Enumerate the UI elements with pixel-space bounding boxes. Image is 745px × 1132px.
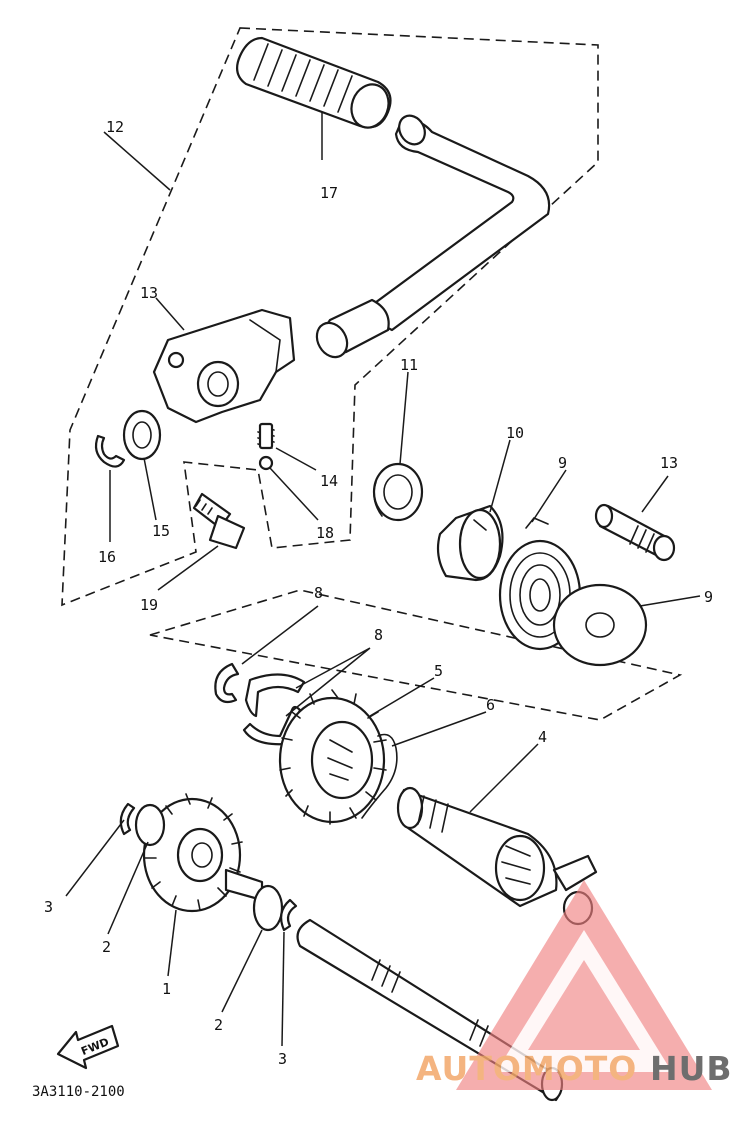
- callout-9: 9: [704, 588, 713, 606]
- pin-part: [594, 503, 676, 562]
- callout-14: 12: [106, 118, 124, 136]
- callout-leaders: [65, 112, 701, 1047]
- washer-part: [252, 884, 284, 932]
- callout-6: 6: [486, 696, 495, 714]
- callout-5: 5: [434, 662, 443, 680]
- thrust-washer-part: [552, 583, 648, 667]
- callout-17: 15: [152, 522, 170, 540]
- callout-8: 8: [314, 584, 323, 602]
- callout-11: 10: [506, 424, 524, 442]
- kick-gear-part: [278, 689, 387, 825]
- detent-spring-part: [257, 422, 275, 450]
- circlip-part: [94, 434, 126, 468]
- kick-axle-part: [396, 786, 598, 926]
- callout-3: 3: [278, 1050, 287, 1068]
- callout-16: 14: [320, 472, 338, 490]
- spring-clip-part: [361, 733, 398, 819]
- callout-19: 17: [320, 184, 338, 202]
- plain-washer-part: [122, 409, 162, 461]
- circlip-part: [214, 662, 240, 704]
- callout-labels: 12 17 13 11 10 9 13 14 18 15 16 19 8 8 5…: [44, 118, 713, 1068]
- kick-lever-arm: [315, 114, 551, 359]
- detent-ball-part: [258, 455, 274, 471]
- circlip-part: [119, 802, 136, 836]
- bolt-part: [192, 492, 246, 550]
- callout-15: 13: [140, 284, 158, 302]
- assembly-outline-group: [61, 27, 683, 721]
- drawing-code: 3A3110-2100: [32, 1084, 125, 1100]
- callout-13: 13: [660, 454, 678, 472]
- forward-arrow-icon: FWD: [56, 1024, 120, 1070]
- watermark-text-part1: AUTOMOTO: [416, 1049, 637, 1088]
- idler-gear-part: [142, 793, 264, 913]
- callout-21: 19: [140, 596, 158, 614]
- spring-guide-part: [436, 504, 504, 582]
- callout-7: 8: [374, 626, 383, 644]
- washer-part: [134, 803, 166, 847]
- callout-12: 11: [400, 356, 418, 374]
- watermark-text-part2: HUB: [650, 1049, 733, 1088]
- circlip-part: [279, 898, 298, 932]
- kick-grip-part: [235, 36, 392, 129]
- callout-10: 9: [558, 454, 567, 472]
- callout-2: 2: [102, 938, 111, 956]
- callout-4: 4: [538, 728, 547, 746]
- callout-2: 2: [214, 1016, 223, 1034]
- kick-boss-part: [152, 308, 296, 424]
- callout-3: 3: [44, 898, 53, 916]
- callout-20: 18: [316, 524, 334, 542]
- callout-18: 16: [98, 548, 116, 566]
- callout-1: 1: [162, 980, 171, 998]
- oil-seal-part: [372, 462, 424, 522]
- brand-watermark-logo: AUTOMOTO HUB: [416, 880, 733, 1090]
